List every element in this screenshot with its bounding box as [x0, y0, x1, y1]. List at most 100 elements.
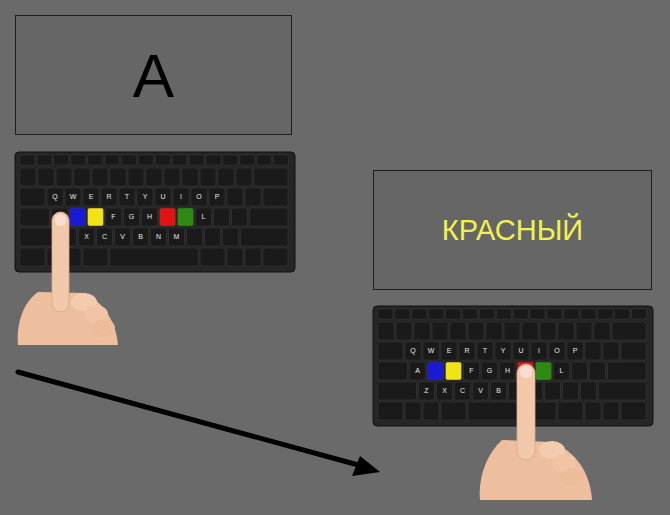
key [554, 362, 570, 380]
key [414, 322, 430, 340]
key [187, 228, 203, 246]
key [558, 402, 583, 420]
key [459, 342, 475, 360]
key [101, 188, 117, 206]
key-legend: Y [495, 342, 511, 360]
key [83, 248, 108, 266]
colored-key [446, 362, 462, 380]
key-legend: V [115, 228, 131, 246]
key [236, 168, 252, 186]
key [97, 228, 113, 246]
key [254, 168, 288, 186]
key [603, 342, 619, 360]
function-key [530, 309, 545, 319]
key [504, 322, 520, 340]
key [545, 382, 561, 400]
key [522, 322, 538, 340]
function-key [223, 155, 238, 165]
key [245, 188, 261, 206]
hand [18, 212, 118, 345]
key [437, 382, 453, 400]
key [450, 322, 466, 340]
key-legend: U [155, 188, 171, 206]
function-key [88, 155, 103, 165]
curled-finger [561, 468, 583, 486]
key [196, 208, 212, 226]
key [405, 402, 421, 420]
key [56, 168, 72, 186]
key [585, 342, 601, 360]
key-legend: P [567, 342, 583, 360]
key [441, 402, 466, 420]
function-key [479, 309, 494, 319]
function-key [172, 155, 187, 165]
key [378, 362, 408, 380]
fingernail [520, 366, 532, 378]
key [245, 248, 261, 266]
function-key [378, 309, 393, 319]
hand [480, 364, 592, 500]
key [567, 342, 583, 360]
key [146, 168, 162, 186]
key-legend: H [500, 362, 516, 380]
key [603, 402, 619, 420]
key-legend: C [455, 382, 471, 400]
key-legend: E [441, 342, 457, 360]
key-legend: Q [47, 188, 63, 206]
key [173, 188, 189, 206]
key [378, 402, 403, 420]
key [513, 342, 529, 360]
stimulus-text: A [133, 40, 174, 111]
key-legend: P [209, 188, 225, 206]
key [128, 168, 144, 186]
key [20, 188, 45, 206]
key [419, 382, 435, 400]
key [432, 322, 448, 340]
function-key [54, 155, 69, 165]
key [468, 402, 556, 420]
stimulus-screen: КРАСНЫЙ [373, 170, 652, 290]
key-legend: W [423, 342, 439, 360]
function-key [429, 309, 444, 319]
key-legend: Q [405, 342, 421, 360]
key [169, 228, 185, 246]
function-key [155, 155, 170, 165]
colored-key [160, 208, 176, 226]
function-key [206, 155, 221, 165]
key-legend: T [477, 342, 493, 360]
key [119, 188, 135, 206]
function-key [274, 155, 289, 165]
palm [480, 440, 592, 500]
key [20, 248, 45, 266]
function-key [615, 309, 630, 319]
key [83, 188, 99, 206]
key [585, 402, 601, 420]
key-legend: X [437, 382, 453, 400]
key [549, 342, 565, 360]
key [182, 168, 198, 186]
keyboard-body [373, 306, 653, 426]
key [612, 322, 646, 340]
key [473, 382, 489, 400]
key-legend: H [142, 208, 158, 226]
key [164, 168, 180, 186]
key [151, 228, 167, 246]
key [218, 168, 234, 186]
colored-key [88, 208, 104, 226]
key-legend: F [106, 208, 122, 226]
key [200, 248, 225, 266]
key-legend: A [410, 362, 426, 380]
key [155, 188, 171, 206]
key [263, 188, 288, 206]
key [423, 402, 439, 420]
function-key [71, 155, 86, 165]
key [47, 188, 63, 206]
key [142, 208, 158, 226]
key-legend: C [97, 228, 113, 246]
index-finger [517, 364, 535, 460]
key [495, 342, 511, 360]
key-legend: I [173, 188, 189, 206]
key [133, 228, 149, 246]
key [423, 342, 439, 360]
function-key [632, 309, 647, 319]
